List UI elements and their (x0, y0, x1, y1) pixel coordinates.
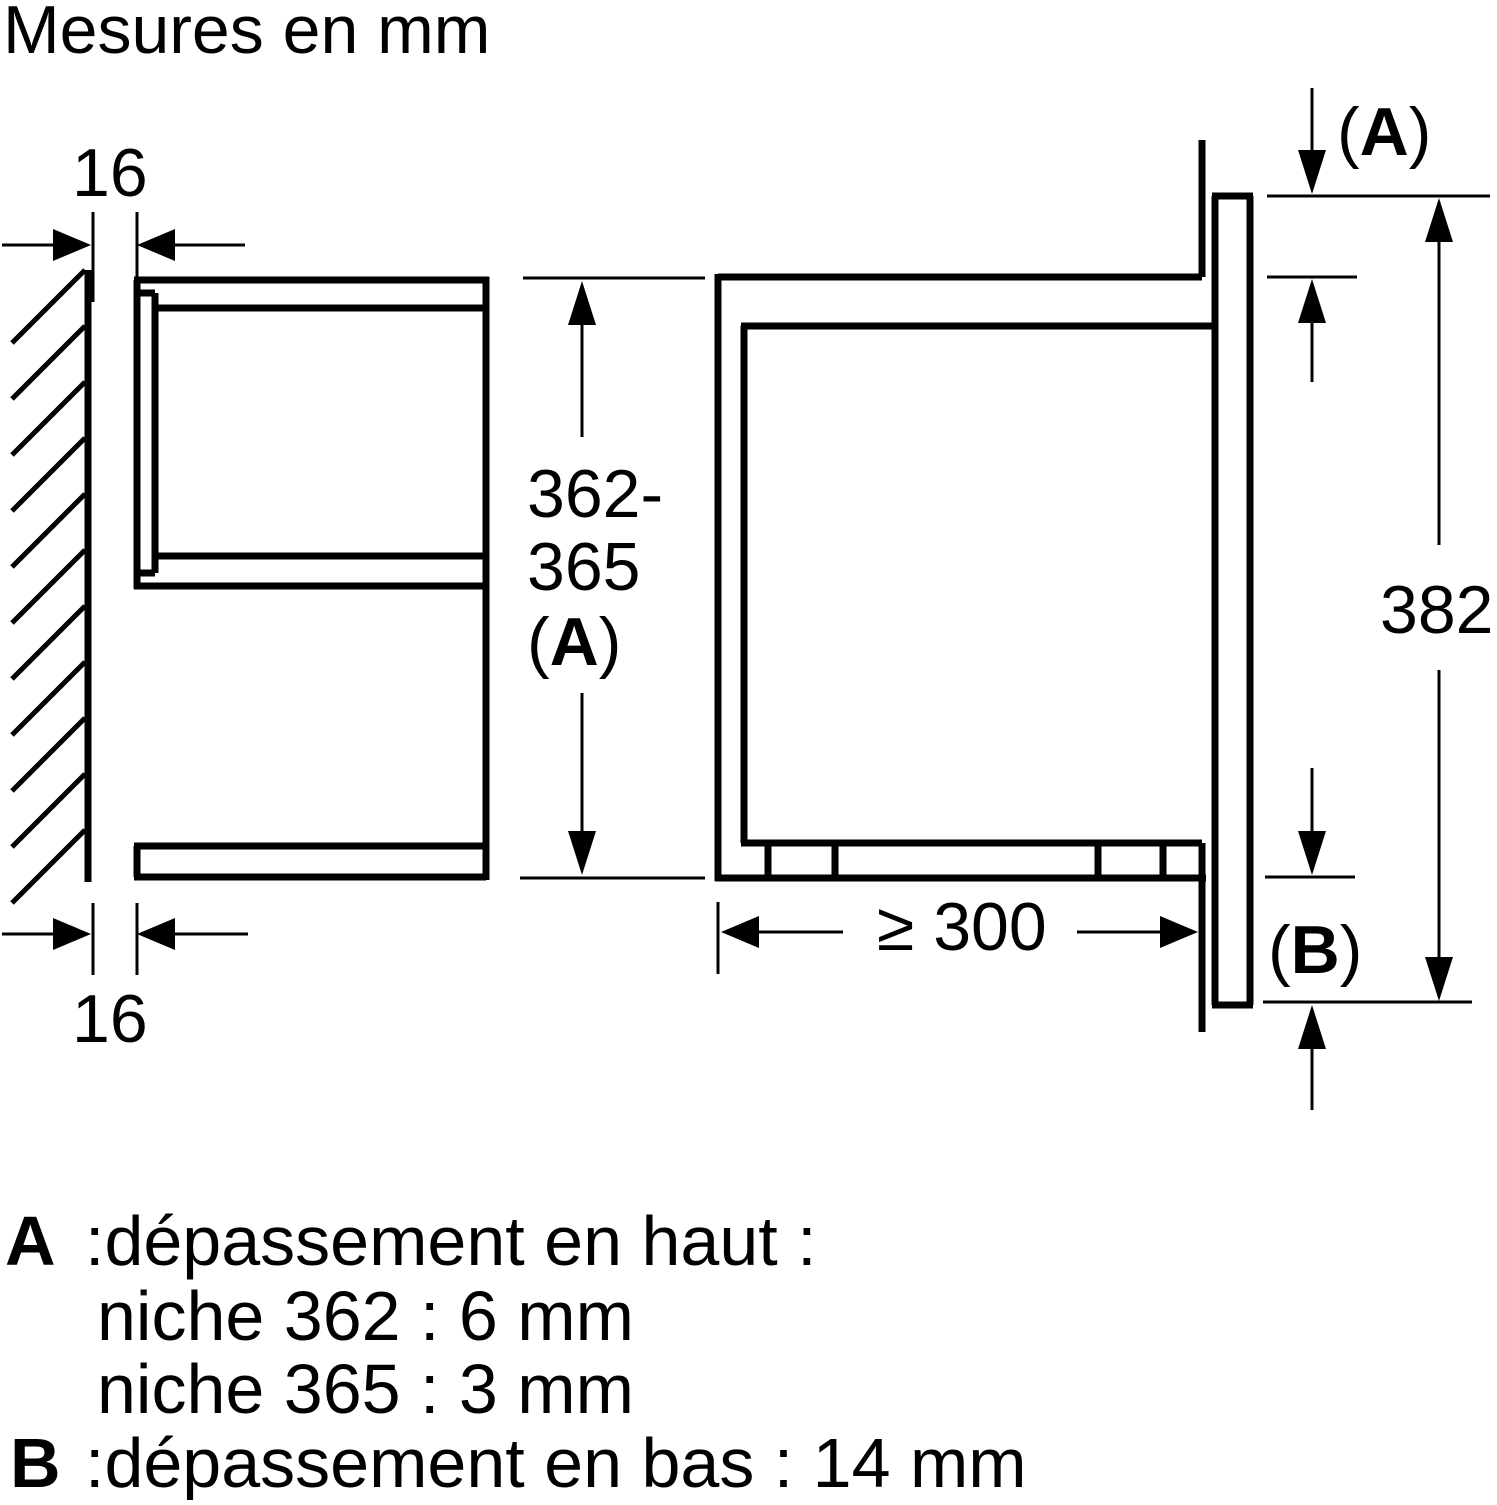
niche-height-dimension (520, 276, 705, 880)
front-panel (1211, 192, 1254, 1009)
top-gap-label: 16 (72, 135, 148, 211)
legend-a-detail-1: niche 362 : 6 mm (97, 1277, 634, 1355)
niche-height-label-a: (A) (527, 604, 621, 680)
top-overhang-dimension (1267, 88, 1490, 382)
legend-b-key: B (10, 1424, 61, 1500)
left-side-view: 16 16 (2, 135, 490, 1057)
front-height-label: 382 (1380, 572, 1493, 648)
front-height-dimension (1425, 198, 1453, 1001)
legend-b-text: :dépassement en bas : 14 mm (85, 1424, 1027, 1500)
wall-hatch-pattern (10, 268, 87, 905)
right-side-view (714, 88, 1490, 1110)
niche-depth-label: ≥ 300 (877, 889, 1047, 965)
bottom-gap-label: 16 (72, 981, 148, 1057)
legend-a-key: A (5, 1202, 56, 1280)
legend-a-text: :dépassement en haut : (85, 1202, 817, 1280)
niche-height-label-line1: 362- (527, 456, 663, 532)
bottom-overhang-label: (B) (1268, 912, 1362, 988)
niche-depth-dimension (716, 902, 1198, 974)
legend-a-detail-2: niche 365 : 3 mm (97, 1350, 634, 1428)
bottom-overhang-dimension (1263, 768, 1472, 1110)
page-title: Mesures en mm (3, 0, 490, 68)
legend: A :dépassement en haut : niche 362 : 6 m… (5, 1202, 1027, 1502)
niche-height-label-line2: 365 (527, 529, 640, 605)
bottom-gap-dimension (2, 903, 248, 975)
top-overhang-label: (A) (1337, 94, 1431, 170)
cabinet-outline (133, 276, 490, 881)
top-gap-dimension (2, 212, 245, 302)
niche-outline (714, 140, 1254, 1032)
